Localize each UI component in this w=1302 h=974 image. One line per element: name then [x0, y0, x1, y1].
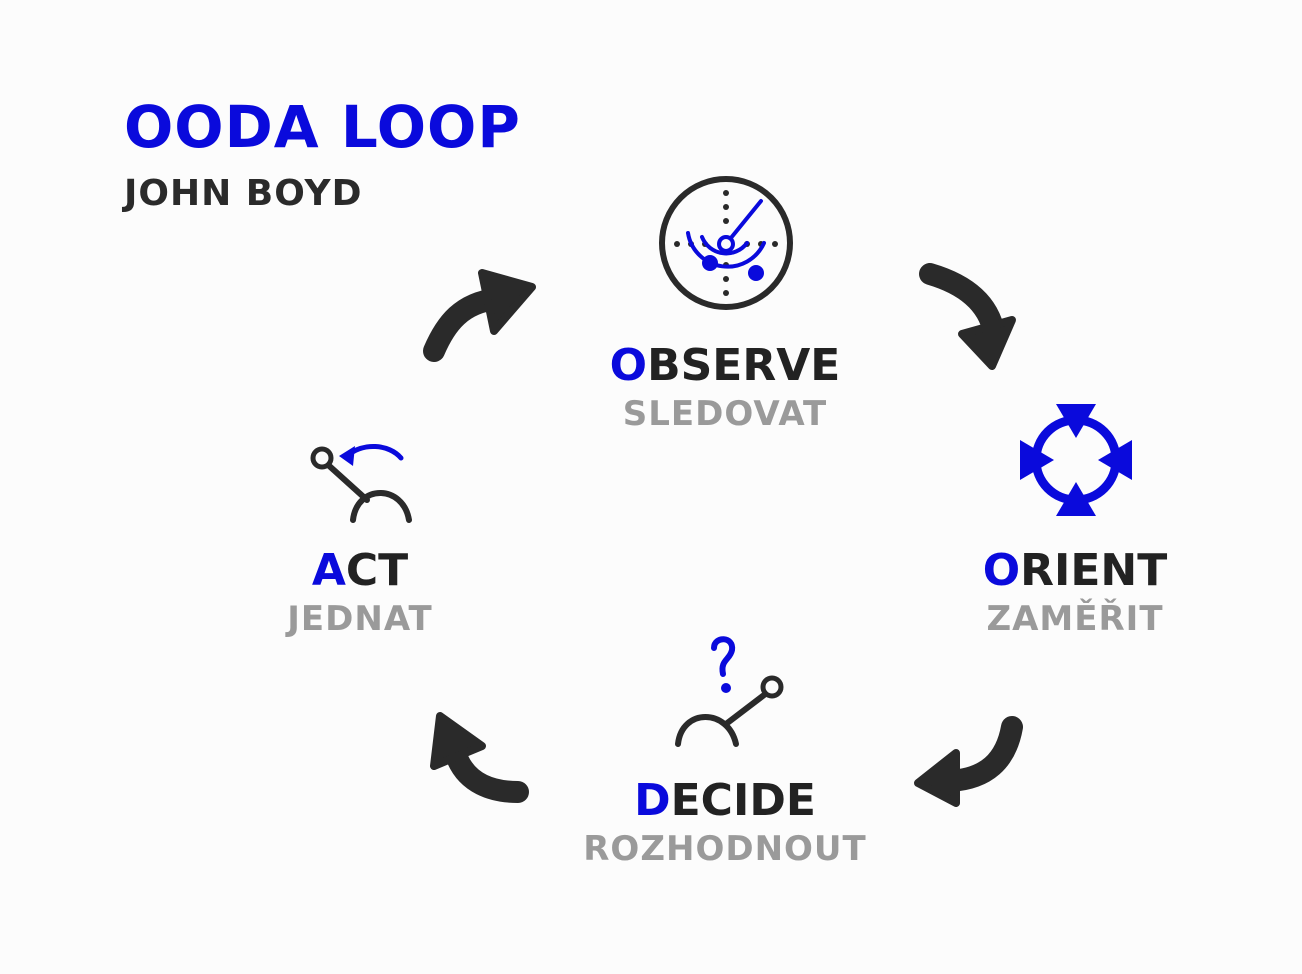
stage-orient: ORIENT ZAMĚŘIT [955, 545, 1195, 641]
act-label: ACT [250, 545, 470, 597]
orient-label: ORIENT [955, 545, 1195, 597]
observe-initial: O [609, 340, 648, 391]
observe-label: OBSERVE [580, 340, 870, 392]
stage-decide: DECIDE ROZHODNOUT [560, 775, 890, 871]
arrow-observe-to-orient [919, 263, 1016, 370]
diagram-subtitle: JOHN BOYD [124, 173, 363, 214]
decide-label: DECIDE [560, 775, 890, 827]
orient-rest: RIENT [1020, 545, 1168, 596]
decide-rest: ECIDE [670, 775, 816, 826]
lever-question-icon [675, 636, 784, 747]
lever-pull-icon [310, 443, 412, 523]
stage-act: ACT JEDNAT [250, 545, 470, 641]
radar-icon [659, 176, 793, 310]
observe-translation: SLEDOVAT [622, 394, 828, 434]
orient-arrows-icon [1020, 404, 1132, 516]
observe-rest: BSERVE [647, 340, 841, 391]
act-rest: CT [345, 545, 409, 596]
diagram-title: OODA LOOP [124, 93, 521, 161]
title-block: OODA LOOP JOHN BOYD [124, 92, 521, 216]
decide-initial: D [634, 775, 671, 826]
arrow-act-to-observe [423, 269, 536, 362]
orient-translation: ZAMĚŘIT [986, 599, 1164, 639]
act-initial: A [311, 545, 346, 596]
stage-observe: OBSERVE SLEDOVAT [580, 340, 870, 436]
arrow-decide-to-act [430, 712, 529, 803]
decide-translation: ROZHODNOUT [583, 829, 867, 869]
act-translation: JEDNAT [287, 599, 433, 639]
arrow-orient-to-decide [914, 716, 1023, 807]
orient-initial: O [982, 545, 1021, 596]
